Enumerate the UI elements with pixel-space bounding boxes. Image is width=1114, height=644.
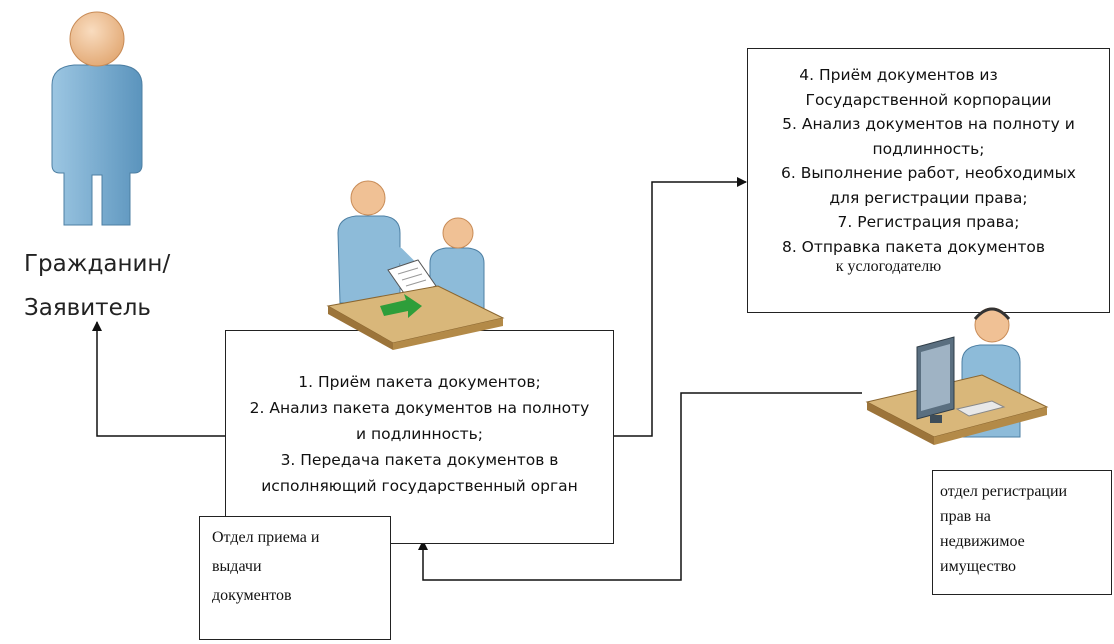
reception-department-box: Отдел приема и выдачи документов (199, 516, 391, 640)
arrow-return-to-reception (418, 392, 862, 581)
registration-dept-line-1: отдел регистрации (940, 483, 1068, 500)
registration-line-7: 7. Регистрация права; (837, 213, 1020, 231)
computer-operator-icon (865, 307, 1049, 445)
registration-dept-line-3: недвижимое (940, 533, 1025, 550)
desk-meeting-icon (326, 180, 505, 350)
registration-line-9: к услогодателю (835, 258, 942, 275)
arrow-to-registration (614, 177, 747, 437)
registration-department-box: отдел регистрации прав на недвижимое иму… (932, 470, 1112, 595)
registration-line-6: для регистрации права; (829, 188, 1028, 207)
reception-dept-line-1: Отдел приема и (212, 529, 320, 546)
registration-dept-line-4: имущество (940, 558, 1017, 575)
reception-line-4: 3. Передача пакета документов в (280, 451, 559, 469)
registration-line-8: 8. Отправка пакета документов (781, 237, 1046, 256)
reception-line-1: 1. Приём пакета документов; (298, 373, 541, 391)
registration-line-2: Государственной корпорации (805, 90, 1052, 109)
reception-dept-line-2: выдачи (212, 558, 262, 575)
reception-dept-line-3: документов (212, 587, 292, 604)
registration-line-5: 6. Выполнение работ, необходимых (781, 164, 1076, 182)
citizen-label: Гражданин/ Заявитель (24, 242, 170, 330)
reception-process-box: 1. Приём пакета документов; 2. Анализ па… (225, 330, 614, 544)
person-icon (51, 11, 143, 226)
citizen-label-line2: Заявитель (24, 295, 151, 321)
reception-line-5: исполняющий государственный орган (261, 477, 578, 495)
registration-line-1: 4. Приём документов из (799, 66, 998, 84)
registration-process-box: 4. Приём документов из Государственной к… (747, 48, 1110, 313)
reception-line-3: и подлинность; (356, 425, 483, 443)
citizen-label-line1: Гражданин/ (24, 251, 171, 277)
registration-line-3: 5. Анализ документов на полноту и (782, 115, 1075, 133)
reception-line-2: 2. Анализ пакета документов на полноту (249, 399, 590, 417)
registration-line-4: подлинность; (872, 139, 985, 158)
registration-dept-line-2: прав на (940, 508, 991, 525)
arrow-to-citizen (92, 321, 225, 437)
